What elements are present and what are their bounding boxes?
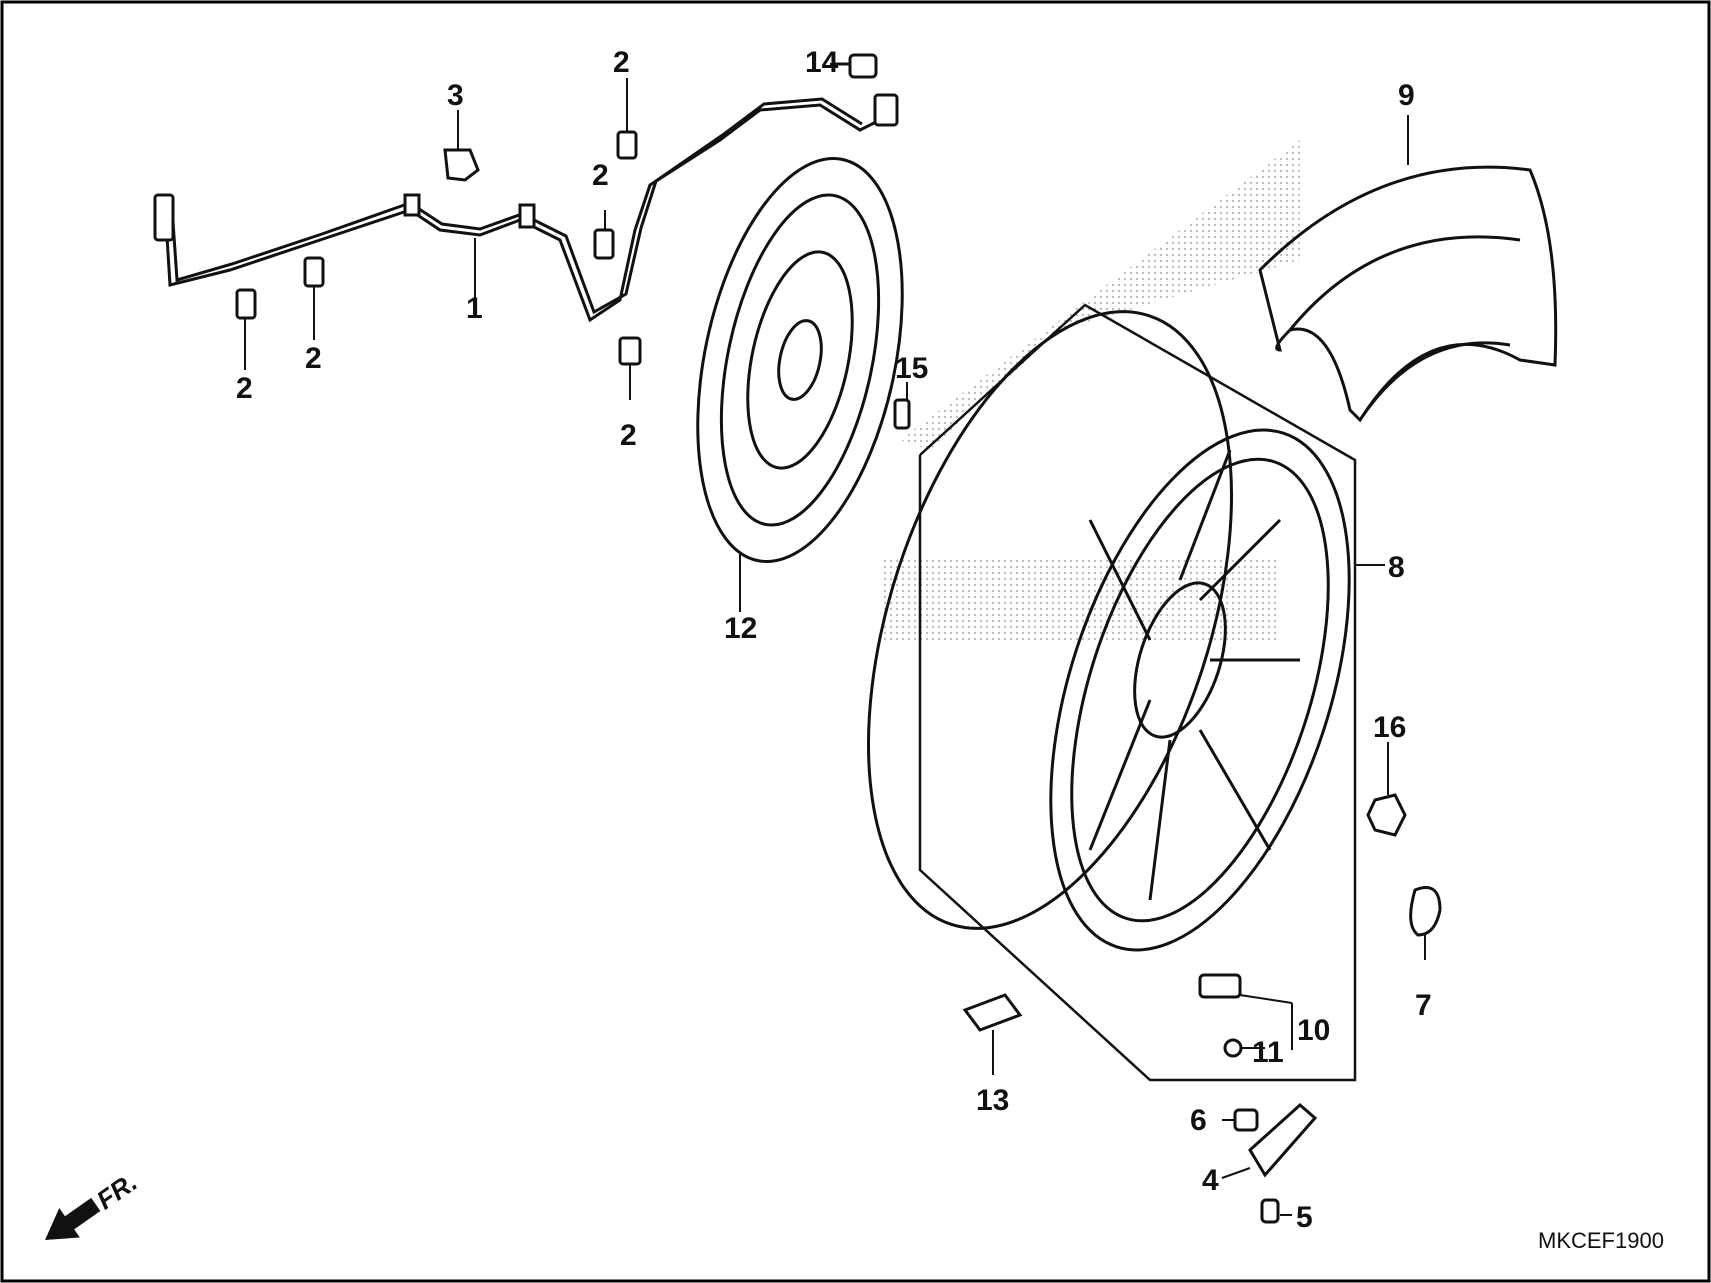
front-direction-arrow: FR. <box>45 1167 143 1240</box>
harness-clip <box>443 148 480 182</box>
abs-sensor-wire <box>153 93 899 323</box>
callout-9: 9 <box>1398 79 1415 112</box>
wheel-rim <box>867 310 1351 952</box>
callout-15: 15 <box>895 352 928 385</box>
callout-14: 14 <box>805 46 839 79</box>
callout-10: 10 <box>1297 1014 1330 1047</box>
front-direction-label: FR. <box>91 1167 143 1216</box>
callout-11: 11 <box>1252 1036 1284 1069</box>
callout-16: 16 <box>1373 711 1406 744</box>
tire-valve <box>1198 973 1243 1058</box>
balance-weight <box>962 993 1023 1032</box>
assembly-outline <box>918 303 1357 1082</box>
callout-2: 2 <box>592 159 609 192</box>
diagram-code: MKCEF1900 <box>1538 1228 1664 1253</box>
callout-7: 7 <box>1415 989 1432 1022</box>
tire <box>1258 165 1558 423</box>
disc-bolt <box>893 398 911 430</box>
callout-8: 8 <box>1388 551 1405 584</box>
callout-12: 12 <box>724 612 757 645</box>
leader-lines <box>244 63 1426 1216</box>
callout-2: 2 <box>236 372 253 405</box>
callout-2: 2 <box>613 46 630 79</box>
callout-13: 13 <box>976 1084 1009 1117</box>
callout-3: 3 <box>447 79 464 112</box>
bolt-14 <box>835 53 878 79</box>
callout-6: 6 <box>1190 1104 1207 1137</box>
callout-4: 4 <box>1202 1164 1219 1197</box>
callout-2: 2 <box>620 419 637 452</box>
callout-2: 2 <box>305 342 322 375</box>
valve-stem <box>1233 1102 1318 1224</box>
callout-1: 1 <box>466 292 483 325</box>
callout-5: 5 <box>1296 1201 1313 1234</box>
brake-disc <box>696 157 904 563</box>
nut <box>1366 793 1407 837</box>
hub-cover <box>1409 886 1442 937</box>
